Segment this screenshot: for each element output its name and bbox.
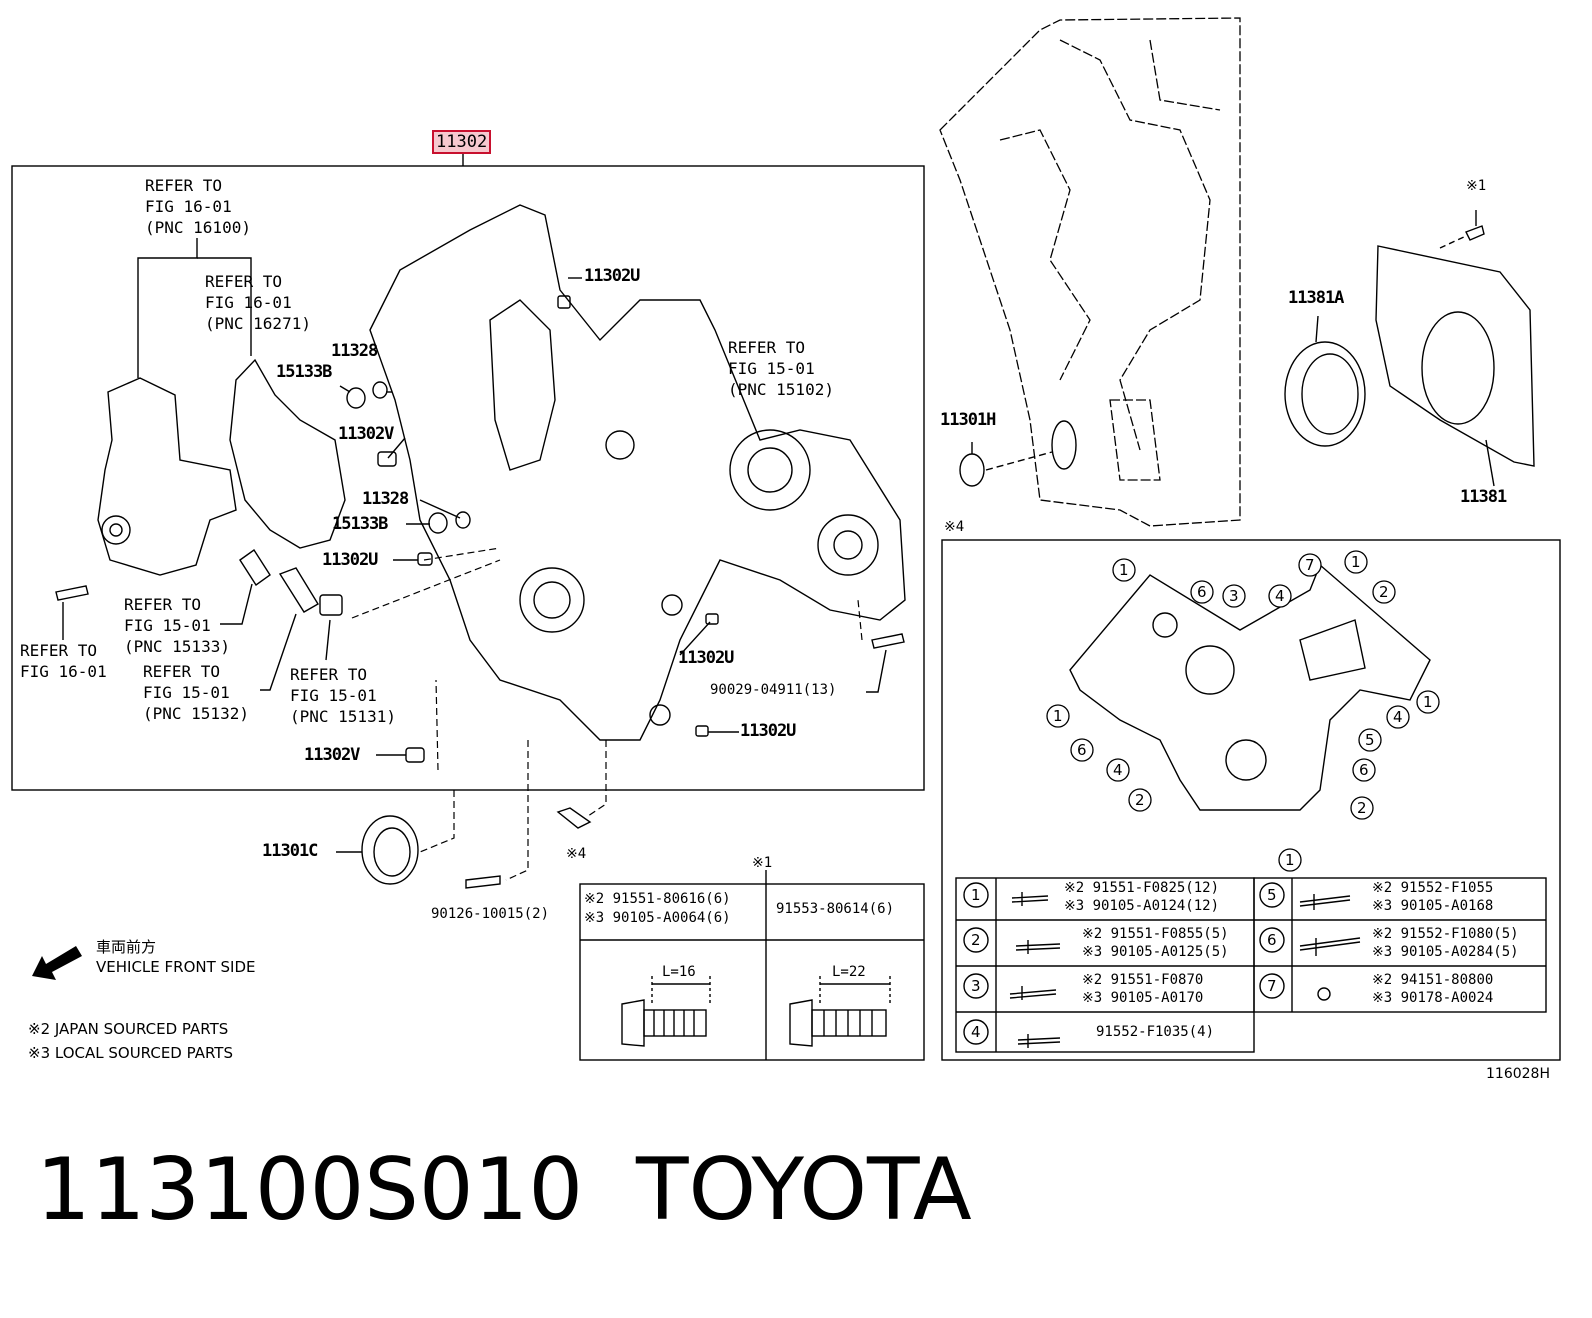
callout-number: 1 xyxy=(1351,553,1361,571)
legend-number: 4 xyxy=(971,1023,981,1041)
legend-part-line2[interactable]: ※3 90105-A0284(5) xyxy=(1372,944,1519,960)
part-label-11328[interactable]: 11328 xyxy=(331,341,378,361)
legend-number: 1 xyxy=(971,886,981,904)
footer-part-number: 113100S010 xyxy=(36,1140,584,1240)
legend-part-line1[interactable]: ※2 94151-80800 xyxy=(1372,972,1494,988)
legend-part-line1[interactable]: 91552-F1035(4) xyxy=(1096,1024,1215,1040)
refer-fig-16-01: REFER TO FIG 16-01 xyxy=(20,641,107,681)
part-label-11302u[interactable]: 11302U xyxy=(584,266,640,286)
callout-number: 1 xyxy=(1119,561,1129,579)
callout-number: 2 xyxy=(1135,791,1145,809)
legend-number: 2 xyxy=(971,931,981,949)
legend-number: 7 xyxy=(1267,977,1277,995)
bolt-length-22: L=22 xyxy=(832,964,866,980)
part-label-15133b[interactable]: 15133B xyxy=(332,514,388,534)
refer-fig-15-01-pnc-15131: REFER TO FIG 15-01 (PNC 15131) xyxy=(290,665,396,726)
callout-number: 6 xyxy=(1197,583,1207,601)
legend-part-line2[interactable]: ※3 90105-A0170 xyxy=(1082,990,1204,1006)
part-label-11302u[interactable]: 11302U xyxy=(740,721,796,741)
part-label-90126-10015[interactable]: 90126-10015(2) xyxy=(431,906,550,922)
note-mark-1: ※1 xyxy=(752,855,773,871)
bolt-table-left-line2[interactable]: ※3 90105-A0064(6) xyxy=(584,910,731,926)
footer-brand: TOYOTA xyxy=(636,1140,972,1240)
callout-number: 6 xyxy=(1077,741,1087,759)
legend-part-line2[interactable]: ※3 90178-A0024 xyxy=(1372,990,1494,1006)
part-label-15133b[interactable]: 15133B xyxy=(276,362,332,382)
callout-number: 1 xyxy=(1053,707,1063,725)
legend-part-line1[interactable]: ※2 91551-F0825(12) xyxy=(1064,880,1220,896)
callout-number: 1 xyxy=(1423,693,1433,711)
vehicle-front-en: VEHICLE FRONT SIDE xyxy=(96,958,256,976)
part-label-11302u[interactable]: 11302U xyxy=(322,550,378,570)
vehicle-front-jp: 車両前方 xyxy=(96,938,157,956)
callout-number: 2 xyxy=(1379,583,1389,601)
legend-number: 3 xyxy=(971,977,981,995)
highlighted-part-number[interactable]: 11302 xyxy=(432,130,492,154)
legend-part-line1[interactable]: ※2 91551-F0870 xyxy=(1082,972,1204,988)
legend-part-line2[interactable]: ※3 90105-A0124(12) xyxy=(1064,898,1220,914)
callout-number: 7 xyxy=(1305,556,1315,574)
callout-number: 4 xyxy=(1275,587,1285,605)
legend-part-line1[interactable]: ※2 91551-F0855(5) xyxy=(1082,926,1229,942)
callout-number: 3 xyxy=(1229,587,1239,605)
refer-fig-16-01-pnc-16100: REFER TO FIG 16-01 (PNC 16100) xyxy=(145,176,251,237)
inset-frame xyxy=(941,539,1561,1061)
part-label-11328[interactable]: 11328 xyxy=(362,489,409,509)
part-label-11302u[interactable]: 11302U xyxy=(678,648,734,668)
figure-code: 116028H xyxy=(1486,1066,1550,1082)
legend-part-line1[interactable]: ※2 91552-F1080(5) xyxy=(1372,926,1519,942)
part-label-11302v[interactable]: 11302V xyxy=(304,745,360,765)
refer-fig-16-01-pnc-16271: REFER TO FIG 16-01 (PNC 16271) xyxy=(205,272,311,333)
bolt-table-left-line1[interactable]: ※2 91551-80616(6) xyxy=(584,891,731,907)
note-local-sourced: ※3 LOCAL SOURCED PARTS xyxy=(28,1044,233,1062)
note-japan-sourced: ※2 JAPAN SOURCED PARTS xyxy=(28,1020,229,1038)
callout-number: 4 xyxy=(1393,708,1403,726)
refer-fig-15-01-pnc-15132: REFER TO FIG 15-01 (PNC 15132) xyxy=(143,662,249,723)
legend-part-line1[interactable]: ※2 91552-F1055 xyxy=(1372,880,1494,896)
note-mark-4: ※4 xyxy=(944,519,965,535)
part-label-11381[interactable]: 11381 xyxy=(1460,487,1507,507)
legend-number: 5 xyxy=(1267,886,1277,904)
refer-fig-15-01-pnc-15102: REFER TO FIG 15-01 (PNC 15102) xyxy=(728,338,834,399)
main-group-frame xyxy=(11,165,925,791)
part-label-11301h[interactable]: 11301H xyxy=(940,410,996,430)
callout-number: 2 xyxy=(1357,799,1367,817)
vehicle-front-arrow-icon xyxy=(32,946,82,980)
callout-number: 4 xyxy=(1113,761,1123,779)
part-label-11301c[interactable]: 11301C xyxy=(262,841,318,861)
note-mark-4: ※4 xyxy=(566,846,587,862)
bolt-table-frame xyxy=(579,883,925,1061)
bolt-table-right-line[interactable]: 91553-80614(6) xyxy=(776,901,895,917)
part-label-11302v[interactable]: 11302V xyxy=(338,424,394,444)
bolt-length-16: L=16 xyxy=(662,964,696,980)
refer-fig-15-01-pnc-15133: REFER TO FIG 15-01 (PNC 15133) xyxy=(124,595,230,656)
note-mark-1: ※1 xyxy=(1466,178,1487,194)
callout-number: 6 xyxy=(1359,761,1369,779)
part-label-90029-04911[interactable]: 90029-04911(13) xyxy=(710,682,837,698)
callout-number: 1 xyxy=(1285,851,1295,869)
part-label-11381a[interactable]: 11381A xyxy=(1288,288,1344,308)
legend-part-line2[interactable]: ※3 90105-A0168 xyxy=(1372,898,1494,914)
legend-part-line2[interactable]: ※3 90105-A0125(5) xyxy=(1082,944,1229,960)
legend-number: 6 xyxy=(1267,931,1277,949)
callout-number: 5 xyxy=(1365,731,1375,749)
